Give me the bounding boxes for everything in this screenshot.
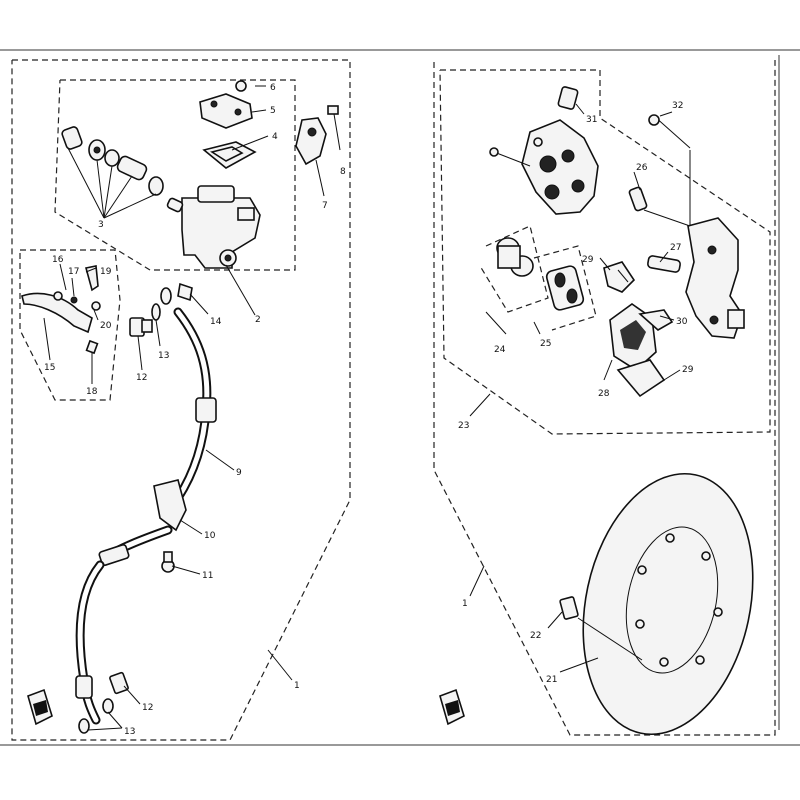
brake-hose (75, 307, 217, 725)
banjo-fittings-upper (129, 282, 193, 337)
callout-20: 20 (100, 321, 112, 331)
front-arrow-icon (439, 688, 465, 726)
piston-seals (545, 265, 585, 311)
reservoir-cap-parts (199, 80, 341, 169)
callout-28: 28 (598, 389, 610, 399)
callout-8: 8 (340, 167, 346, 177)
brake-disc (559, 472, 754, 736)
caliper-body (489, 86, 599, 215)
left-callouts: 6 5 4 8 7 3 2 14 13 12 16 17 19 20 15 18… (44, 83, 346, 737)
master-cylinder (181, 185, 261, 269)
callout-10: 10 (204, 531, 216, 541)
callout-11: 11 (202, 571, 213, 581)
callout-1-left: 1 (294, 681, 300, 691)
caliper-bracket (685, 217, 745, 339)
caliper-box (439, 69, 771, 435)
callout-23: 23 (458, 421, 469, 431)
callout-17: 17 (68, 267, 79, 277)
callout-29-upper: 29 (582, 255, 594, 265)
right-group: 31 32 26 27 29 30 24 25 28 29 23 1 22 21 (433, 60, 776, 736)
callout-7: 7 (322, 201, 328, 211)
callout-25: 25 (540, 339, 551, 349)
callout-12-upper: 12 (136, 373, 147, 383)
callout-21: 21 (546, 675, 557, 685)
left-leaders (43, 85, 325, 731)
right-outer-boundary (433, 60, 776, 736)
brake-pads (609, 303, 674, 398)
callout-26: 26 (636, 163, 648, 173)
banjo-fittings-lower (78, 551, 175, 734)
callout-32: 32 (672, 101, 683, 111)
pad-spring (603, 261, 636, 293)
callout-30: 30 (676, 317, 688, 327)
lever-box (19, 249, 121, 401)
callout-3: 3 (98, 220, 104, 230)
caliper-pistons (496, 237, 534, 277)
right-callouts: 31 32 26 27 29 30 24 25 28 29 23 1 22 21 (458, 101, 694, 685)
front-arrow-icon (27, 688, 53, 726)
pad-box (533, 245, 597, 331)
callout-15: 15 (44, 363, 55, 373)
callout-24: 24 (494, 345, 506, 355)
callout-27: 27 (670, 243, 681, 253)
callout-9: 9 (236, 468, 242, 478)
callout-14: 14 (210, 317, 222, 327)
left-outer-boundary (11, 59, 351, 741)
callout-2: 2 (255, 315, 261, 325)
callout-13-lower: 13 (124, 727, 135, 737)
piston-box (479, 225, 549, 313)
right-leaders (469, 103, 691, 673)
brake-lever (21, 265, 101, 355)
callout-13-upper: 13 (158, 351, 169, 361)
callout-1-right: 1 (462, 599, 468, 609)
callout-19: 19 (100, 267, 112, 277)
callout-31: 31 (586, 115, 597, 125)
slide-pins (628, 114, 691, 273)
callout-6: 6 (270, 83, 276, 93)
callout-4: 4 (272, 132, 278, 142)
piston-kit (61, 126, 184, 213)
callout-16: 16 (52, 255, 64, 265)
callout-29-lower: 29 (682, 365, 694, 375)
callout-22: 22 (530, 631, 541, 641)
callout-5: 5 (270, 106, 276, 116)
left-group: 6 5 4 8 7 3 2 14 13 12 16 17 19 20 15 18… (11, 59, 351, 741)
callout-18: 18 (86, 387, 98, 397)
callout-12-lower: 12 (142, 703, 153, 713)
master-cylinder-box (54, 79, 296, 271)
